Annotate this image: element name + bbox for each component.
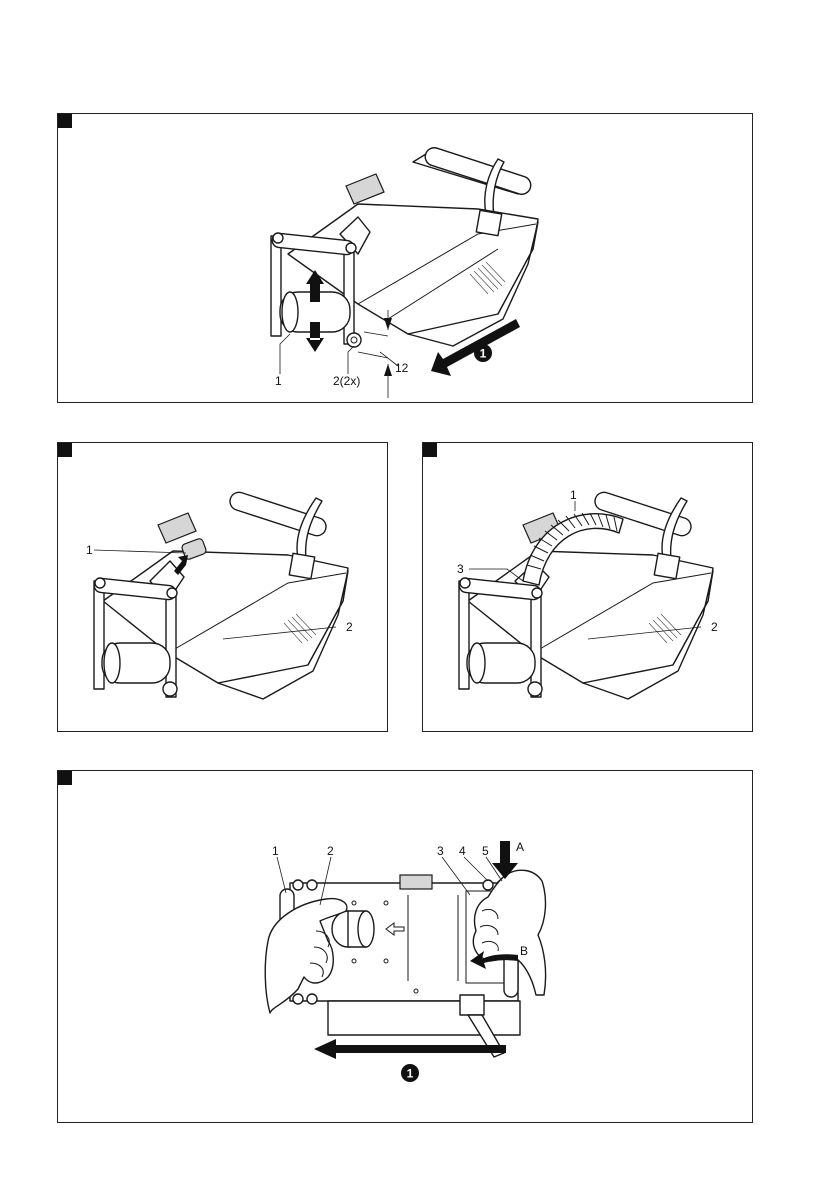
label-b: B: [520, 944, 528, 958]
figure-panel-1: 1 1 2(2x) 12: [57, 113, 753, 403]
label-roller: 1: [275, 374, 282, 388]
label-1: 1: [272, 844, 279, 858]
feed-direction-arrow: [314, 1039, 506, 1059]
dust-cap-removal-diagram: 1 2: [58, 443, 389, 733]
direction-marker-number: 1: [407, 1067, 414, 1081]
vacuum-hose-diagram: 1 3 2: [423, 443, 754, 733]
label-a: A: [516, 840, 524, 854]
label-housing: 2: [346, 620, 353, 634]
label-adapter: 3: [457, 562, 464, 576]
grip-pad: [346, 174, 384, 204]
roller: [467, 643, 535, 683]
top-grip-pad: [400, 875, 432, 889]
label-2: 2: [327, 844, 334, 858]
label-3: 3: [437, 844, 444, 858]
label-dust-cap: 1: [86, 543, 93, 557]
wall-chaser-depth-diagram: 1 1 2(2x) 12: [58, 114, 754, 404]
direction-marker-number: 1: [480, 347, 487, 361]
rear-handle: [413, 145, 533, 196]
label-depth: 12: [395, 361, 409, 375]
label-5: 5: [482, 844, 489, 858]
grip-pad: [158, 513, 196, 543]
figure-panel-4: 1 1 2 3 4 5 A B: [57, 770, 753, 1123]
label-screws: 2(2x): [333, 374, 360, 388]
label-housing: 2: [711, 620, 718, 634]
figure-panel-2: 1 2: [57, 442, 388, 732]
label-hose: 1: [570, 488, 577, 502]
label-4: 4: [459, 844, 466, 858]
operating-grip-diagram: 1 1 2 3 4 5 A B: [58, 771, 754, 1124]
adjust-screw: [347, 333, 361, 347]
roller: [102, 643, 170, 683]
figure-panel-3: 1 3 2: [422, 442, 753, 732]
